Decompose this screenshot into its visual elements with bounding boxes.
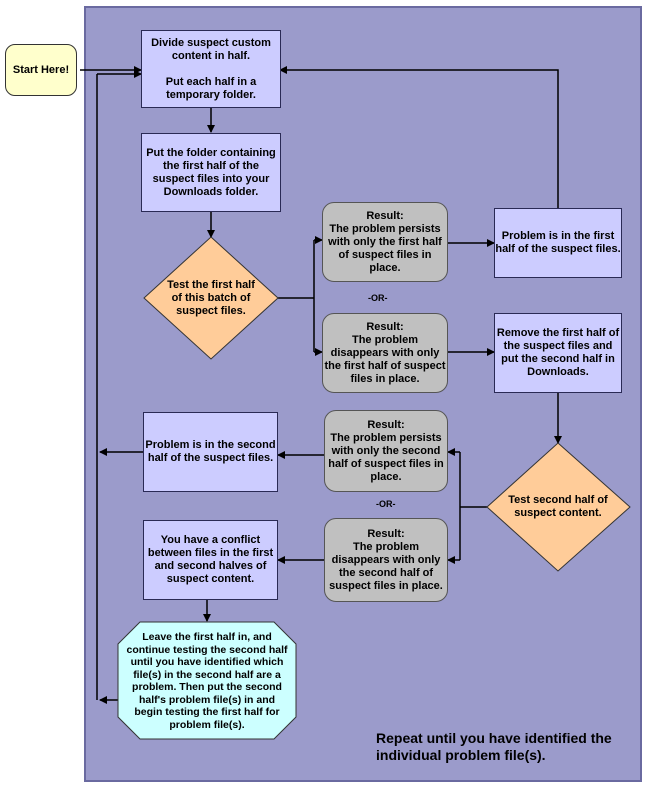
result-persists-second-box: Result: The problem persists with only t… <box>324 410 448 492</box>
repeat-note: Repeat until you have identified the ind… <box>376 730 612 763</box>
result-disappears-first-box: Result: The problem disappears with only… <box>322 313 448 393</box>
result-disappears-second-box: Result: The problem disappears with only… <box>324 518 448 602</box>
decision-test-second-diamond <box>486 442 631 572</box>
or-label-second: -OR- <box>376 499 396 509</box>
octagon-leave-first-shape <box>117 621 297 740</box>
or-label-first: -OR- <box>368 293 388 303</box>
conflict-box: You have a conflict between files in the… <box>143 520 278 600</box>
remove-first-half-box: Remove the first half of the suspect fil… <box>494 313 622 393</box>
decision-test-first-diamond <box>143 236 279 360</box>
put-folder-box: Put the folder containing the first half… <box>141 133 281 212</box>
problem-second-half-box: Problem is in the second half of the sus… <box>143 412 278 492</box>
leave-first-half-label: Leave the first half in, and continue te… <box>126 631 288 731</box>
test-first-half-label: Test the first half of this batch of sus… <box>167 278 255 317</box>
test-second-half-label: Test second half of suspect content. <box>508 494 608 519</box>
arrow-problem-first-to-divide <box>279 66 559 208</box>
start-node: Start Here! <box>5 44 77 96</box>
result-persists-first-box: Result: The problem persists with only t… <box>322 202 448 282</box>
problem-first-half-box: Problem is in the first half of the susp… <box>494 208 622 278</box>
divide-content-box: Divide suspect custom content in half. P… <box>141 30 281 108</box>
